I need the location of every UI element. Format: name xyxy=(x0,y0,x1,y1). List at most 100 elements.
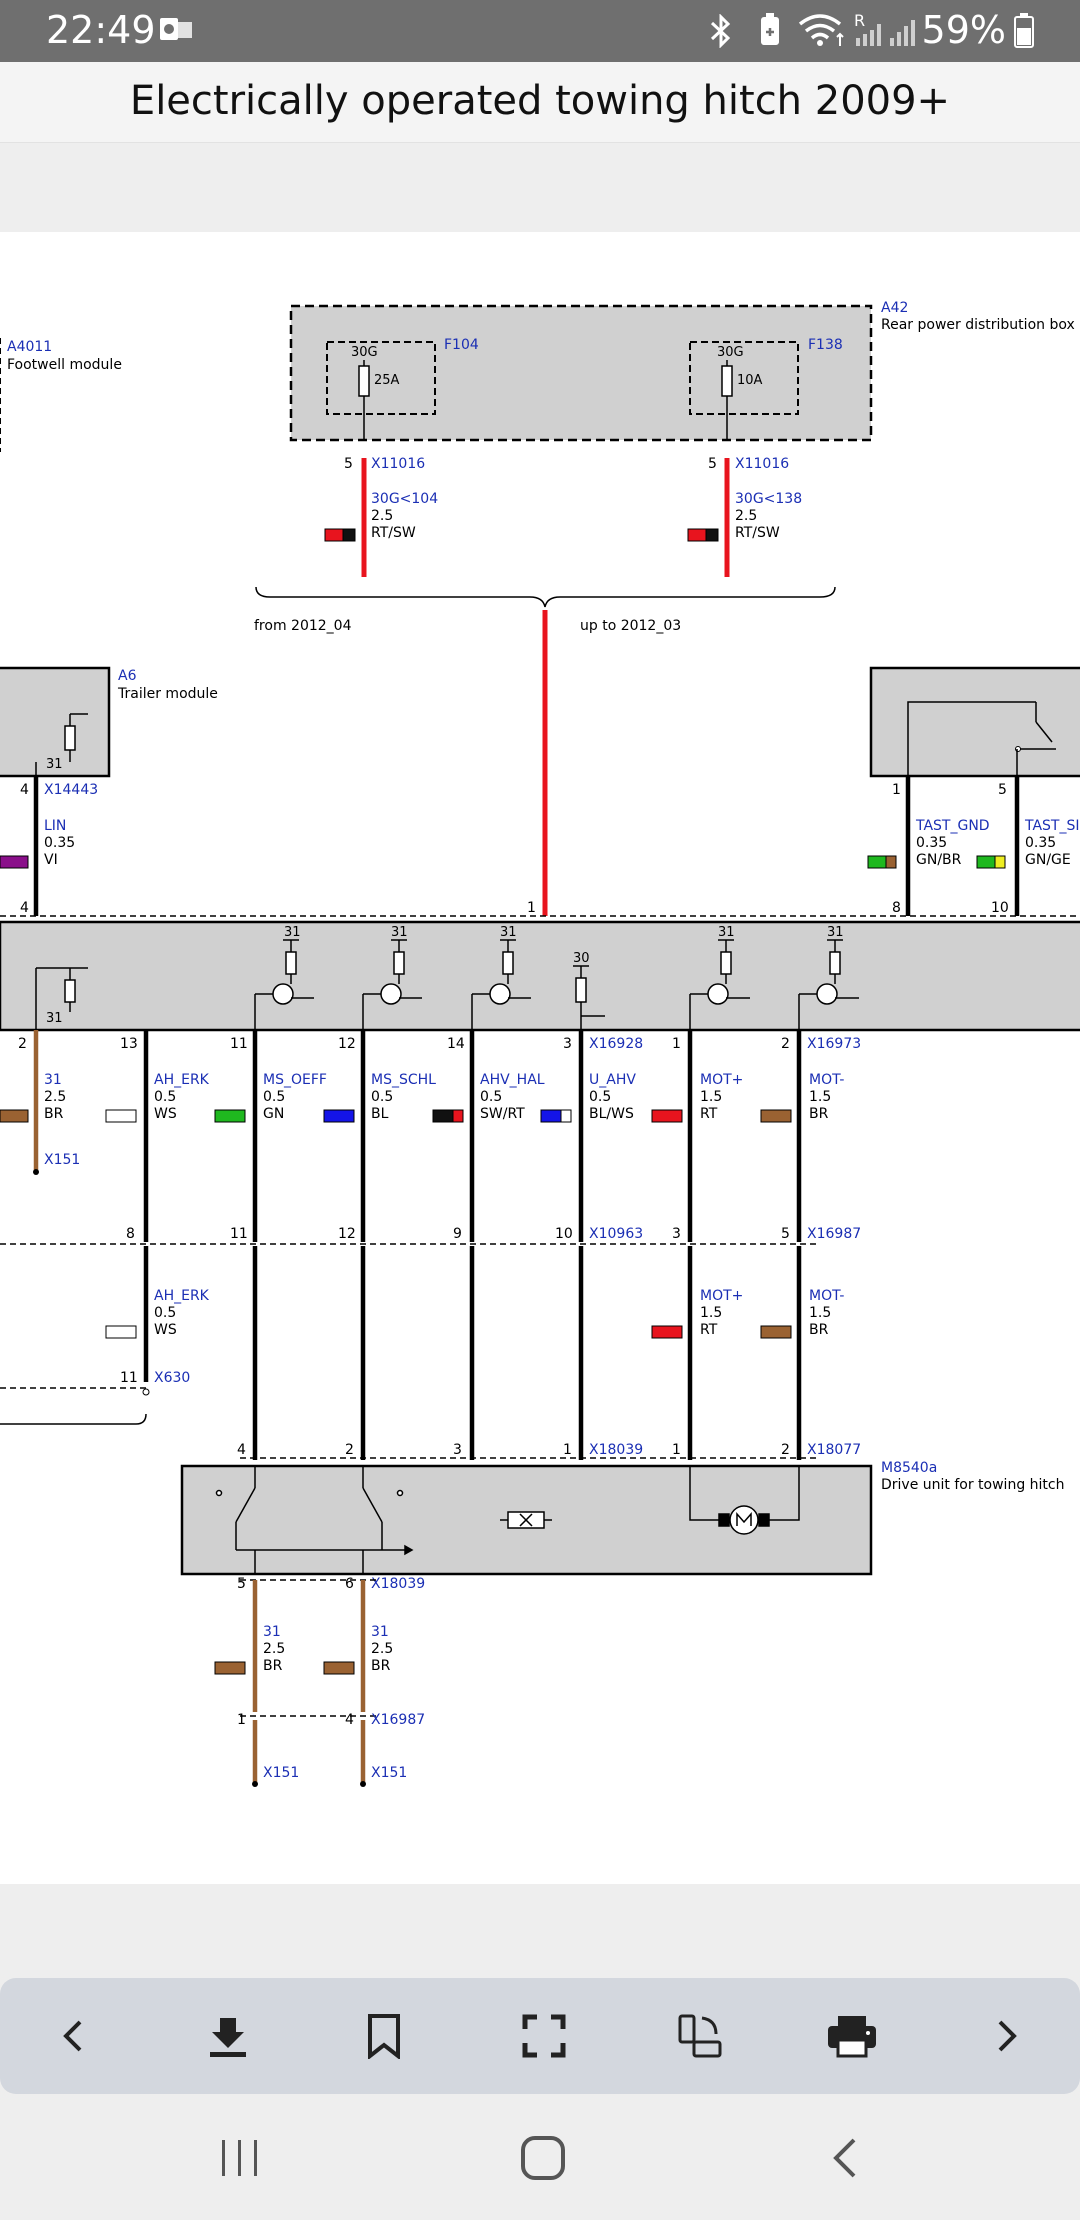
print-icon xyxy=(828,2016,876,2058)
system-nav-bar xyxy=(0,2094,1080,2220)
connector-x11016: X11016 xyxy=(735,456,789,472)
pin-label: 4 xyxy=(237,1442,246,1458)
connector-x11016: X11016 xyxy=(371,456,425,472)
wire-label: MOT- xyxy=(809,1288,844,1304)
wifi-icon xyxy=(798,14,844,46)
wire-size: 0.5 xyxy=(263,1089,285,1105)
pin-label: 9 xyxy=(453,1226,462,1242)
a42-id: A42 xyxy=(881,300,908,316)
pin-label: 8 xyxy=(126,1226,135,1242)
bookmark-button[interactable] xyxy=(346,1998,422,2074)
wire-color: RT xyxy=(700,1106,718,1122)
variant-brace xyxy=(255,586,836,608)
wire-size: 0.5 xyxy=(480,1089,502,1105)
wire-size: 0.35 xyxy=(44,835,75,851)
wire-label: 31 xyxy=(44,1072,62,1088)
f104-terminal: 30G xyxy=(351,345,378,360)
wire-color: GN/BR xyxy=(916,852,962,868)
wiring-diagram[interactable]: A4011 Footwell module A42 Rear power dis… xyxy=(0,232,1080,1884)
terminal-31: 31 xyxy=(46,1011,63,1026)
fullscreen-button[interactable] xyxy=(506,1998,582,2074)
pin-label: 1 xyxy=(892,782,901,798)
back-button[interactable] xyxy=(806,2126,886,2190)
pin-label: 3 xyxy=(563,1036,572,1052)
forward-icon xyxy=(998,2020,1017,2052)
pin-label: 3 xyxy=(453,1442,462,1458)
limit-switch-icon xyxy=(215,1466,414,1574)
download-button[interactable] xyxy=(190,1998,266,2074)
wire-size: 1.5 xyxy=(700,1305,722,1321)
wire-size: 1.5 xyxy=(700,1089,722,1105)
connector-x10963: X10963 xyxy=(589,1226,643,1242)
wire-size: 1.5 xyxy=(809,1305,831,1321)
wire-size: 0.35 xyxy=(916,835,947,851)
a6-id: A6 xyxy=(118,668,137,684)
connector-x151: X151 xyxy=(371,1765,407,1781)
a42-box xyxy=(289,304,873,442)
wire-color: BR xyxy=(809,1106,829,1122)
pin-label: 12 xyxy=(338,1226,356,1242)
wire-size: 0.5 xyxy=(589,1089,611,1105)
pin-label: 5 xyxy=(708,456,717,472)
terminal-31: 31 xyxy=(718,925,735,940)
recents-button[interactable] xyxy=(200,2126,280,2190)
wire-color: WS xyxy=(154,1322,177,1338)
back-icon xyxy=(833,2138,856,2178)
a42-name: Rear power distribution box xyxy=(881,317,1075,333)
document-header: Electrically operated towing hitch 2009+ xyxy=(0,62,1080,143)
hall-sensor-icon xyxy=(500,1511,552,1529)
wire-size: 2.5 xyxy=(263,1641,285,1657)
wire-label: TAST_GND xyxy=(915,818,990,834)
terminal-31: 31 xyxy=(284,925,301,940)
wire-size: 0.5 xyxy=(154,1089,176,1105)
a4011-name: Footwell module xyxy=(7,357,122,373)
wire-size: 2.5 xyxy=(371,1641,393,1657)
pin-label: 6 xyxy=(345,1576,354,1592)
f138-rating: 10A xyxy=(737,373,763,388)
wire-label: MOT+ xyxy=(700,1288,743,1304)
pin-label: 2 xyxy=(345,1442,354,1458)
wire-color: BR xyxy=(263,1658,283,1674)
pin-label: 4 xyxy=(20,900,29,916)
pin-label: 1 xyxy=(672,1442,681,1458)
connector-x16987: X16987 xyxy=(371,1712,425,1728)
home-button[interactable] xyxy=(503,2126,583,2190)
a6-box xyxy=(0,666,111,778)
battery-percent: 59% xyxy=(921,8,1006,52)
pin-label: 1 xyxy=(672,1036,681,1052)
wire-color: RT xyxy=(700,1322,718,1338)
ecu-wires xyxy=(143,1030,802,1460)
page-title: Electrically operated towing hitch 2009+ xyxy=(129,78,951,124)
previous-button[interactable] xyxy=(36,1998,112,2074)
fuse-f138 xyxy=(721,365,733,397)
wire-color: RT/SW xyxy=(371,525,416,541)
wire-color: BR xyxy=(44,1106,64,1122)
next-button[interactable] xyxy=(968,1998,1044,2074)
svg-text:R: R xyxy=(854,11,865,30)
connector-x18039: X18039 xyxy=(589,1442,643,1458)
wire-color: BR xyxy=(371,1658,391,1674)
branch-label-right: up to 2012_03 xyxy=(580,618,681,634)
fullscreen-icon xyxy=(522,2014,566,2058)
connector-x16928: X16928 xyxy=(589,1036,643,1052)
connector-x16987: X16987 xyxy=(807,1226,861,1242)
m8540a-name: Drive unit for towing hitch xyxy=(881,1477,1064,1493)
pin-label: 4 xyxy=(345,1712,354,1728)
wire-color: BL xyxy=(371,1106,389,1122)
rotate-screen-button[interactable] xyxy=(662,1998,738,2074)
wire-label: TAST_SI xyxy=(1024,818,1080,834)
bluetooth-icon xyxy=(710,14,731,48)
wire-label: MOT- xyxy=(809,1072,844,1088)
wire-color: VI xyxy=(44,852,58,868)
wire-color: BR xyxy=(809,1322,829,1338)
pin-label: 2 xyxy=(18,1036,27,1052)
wire-size: 0.5 xyxy=(154,1305,176,1321)
wire-label: 30G<138 xyxy=(735,491,802,507)
wire-label: MS_OEFF xyxy=(263,1072,327,1088)
print-button[interactable] xyxy=(814,1998,890,2074)
terminal-30: 30 xyxy=(573,951,590,966)
f104-id: F104 xyxy=(444,337,479,353)
terminal-31: 31 xyxy=(391,925,408,940)
switch-module-box xyxy=(869,666,1080,778)
pin-label: 3 xyxy=(672,1226,681,1242)
